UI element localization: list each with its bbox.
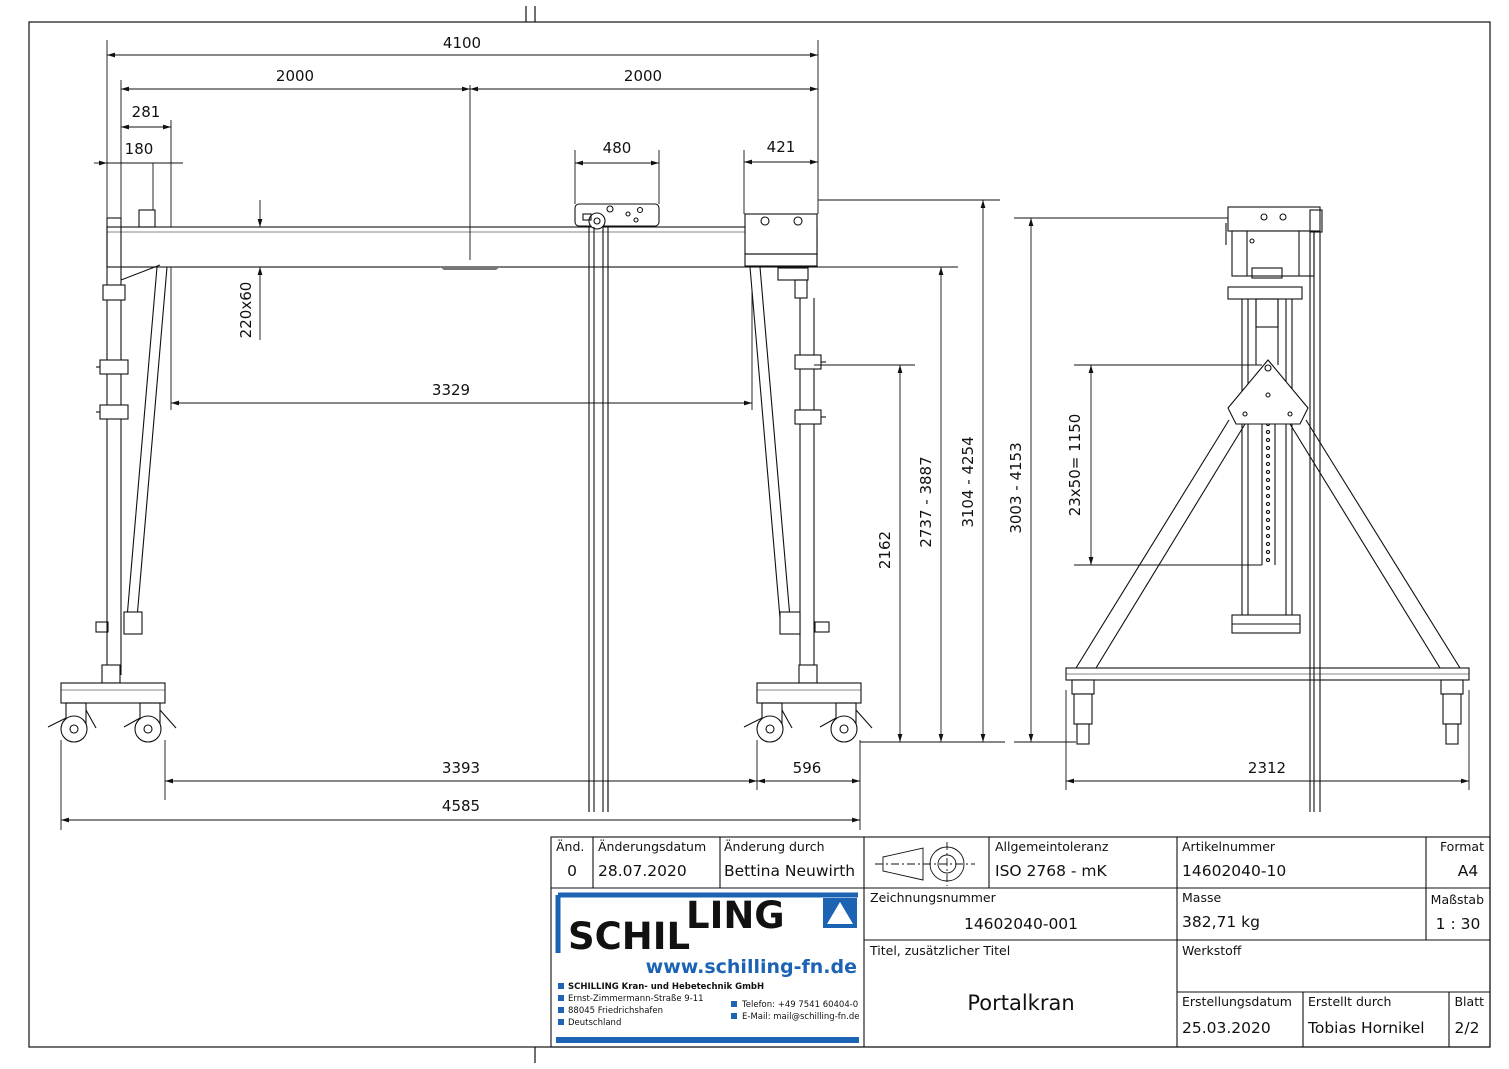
tolerance-header: Allgemeintoleranz bbox=[995, 839, 1109, 854]
scale-value: 1 : 30 bbox=[1436, 915, 1481, 933]
created-by-value: Tobias Hornikel bbox=[1307, 1019, 1425, 1037]
change-date-value: 28.07.2020 bbox=[598, 862, 687, 880]
change-by-value: Bettina Neuwirth bbox=[724, 862, 855, 880]
dim-total-width: 4100 bbox=[443, 34, 481, 52]
side-dimensions bbox=[1014, 217, 1470, 790]
rev-header: Änd. bbox=[556, 839, 584, 854]
sheet-value: 2/2 bbox=[1455, 1019, 1480, 1037]
format-header: Format bbox=[1440, 839, 1484, 854]
dim-height-2162: 2162 bbox=[876, 531, 894, 569]
drawing-number-value: 14602040-001 bbox=[964, 915, 1078, 933]
logo-bracket bbox=[555, 892, 858, 953]
dim-end-carriage: 421 bbox=[767, 138, 796, 156]
title-header: Titel, zusätzlicher Titel bbox=[869, 943, 1010, 958]
logo-text-left: SCHIL bbox=[568, 915, 690, 958]
right-column bbox=[749, 266, 830, 684]
right-wheel-base bbox=[743, 682, 873, 743]
dim-half-left: 2000 bbox=[276, 67, 314, 85]
dim-trolley: 480 bbox=[603, 139, 632, 157]
logo-text-right: LING bbox=[686, 894, 785, 937]
company-website: www.schilling-fn.de bbox=[646, 956, 857, 978]
hole-pattern bbox=[1265, 421, 1271, 563]
format-value: A4 bbox=[1458, 862, 1478, 880]
dim-height-range-2: 3104 - 4254 bbox=[959, 436, 977, 527]
main-beam bbox=[106, 226, 818, 268]
dim-frame-width: 2312 bbox=[1248, 759, 1286, 777]
left-column bbox=[95, 217, 168, 684]
mass-value: 382,71 kg bbox=[1182, 913, 1260, 931]
dim-wheel-offset: 596 bbox=[793, 759, 822, 777]
title-block-text: Änd. 0 Änderungsdatum 28.07.2020 Änderun… bbox=[556, 839, 1484, 1037]
tolerance-value: ISO 2768 - mK bbox=[995, 862, 1108, 880]
created-by-header: Erstellt durch bbox=[1308, 994, 1391, 1009]
article-header: Artikelnummer bbox=[1182, 839, 1276, 854]
front-dimensions bbox=[60, 40, 1005, 830]
change-date-header: Änderungsdatum bbox=[598, 839, 706, 854]
end-carriage bbox=[744, 213, 818, 299]
company-block: SCHIL LING www.schilling-fn.de SCHILLING… bbox=[555, 892, 859, 1043]
material-header: Werkstoff bbox=[1182, 943, 1242, 958]
side-view bbox=[1065, 206, 1470, 812]
company-city: 88045 Friedrichshafen bbox=[568, 1006, 663, 1016]
dim-beam-profile: 220x60 bbox=[237, 282, 255, 339]
dim-281: 281 bbox=[132, 103, 161, 121]
company-email: E-Mail: mail@schilling-fn.de bbox=[742, 1012, 859, 1022]
dim-180: 180 bbox=[125, 140, 154, 158]
scale-header: Maßstab bbox=[1431, 892, 1484, 907]
company-name: SCHILLING Kran- und Hebetechnik GmbH bbox=[568, 982, 764, 992]
front-view bbox=[47, 203, 873, 812]
dim-half-right: 2000 bbox=[624, 67, 662, 85]
company-phone: Telefon: +49 7541 60404-0 bbox=[741, 1000, 858, 1010]
gusset-plate bbox=[1227, 359, 1309, 425]
drawing-number-header: Zeichnungsnummer bbox=[870, 890, 997, 905]
created-date-value: 25.03.2020 bbox=[1182, 1019, 1271, 1037]
article-value: 14602040-10 bbox=[1182, 862, 1286, 880]
dim-height-range-1: 2737 - 3887 bbox=[917, 456, 935, 547]
front-dimension-labels: 4100 2000 2000 281 180 480 421 220x60 33… bbox=[125, 34, 977, 815]
rev-value: 0 bbox=[567, 862, 577, 880]
dim-hole-pitch: 23x50= 1150 bbox=[1066, 414, 1084, 517]
logo-triangle-icon bbox=[823, 898, 857, 928]
sheet-header: Blatt bbox=[1454, 994, 1484, 1009]
company-street: Ernst-Zimmermann-Straße 9-11 bbox=[568, 994, 704, 1004]
dim-overall-length: 4585 bbox=[442, 797, 480, 815]
side-dimension-labels: 3003 - 4153 23x50= 1150 2312 bbox=[1007, 414, 1286, 777]
title-block bbox=[550, 836, 1491, 1048]
dim-side-height-range: 3003 - 4153 bbox=[1007, 442, 1025, 533]
trolley bbox=[574, 203, 660, 812]
drawing-title: Portalkran bbox=[967, 991, 1074, 1015]
change-by-header: Änderung durch bbox=[724, 839, 825, 854]
projection-symbol-icon bbox=[875, 842, 975, 886]
company-country: Deutschland bbox=[568, 1018, 621, 1028]
created-date-header: Erstellungsdatum bbox=[1182, 994, 1292, 1009]
left-wheel-base bbox=[47, 682, 177, 743]
mass-header: Masse bbox=[1182, 890, 1221, 905]
dim-wheel-base: 3393 bbox=[442, 759, 480, 777]
dim-clear-width: 3329 bbox=[432, 381, 470, 399]
